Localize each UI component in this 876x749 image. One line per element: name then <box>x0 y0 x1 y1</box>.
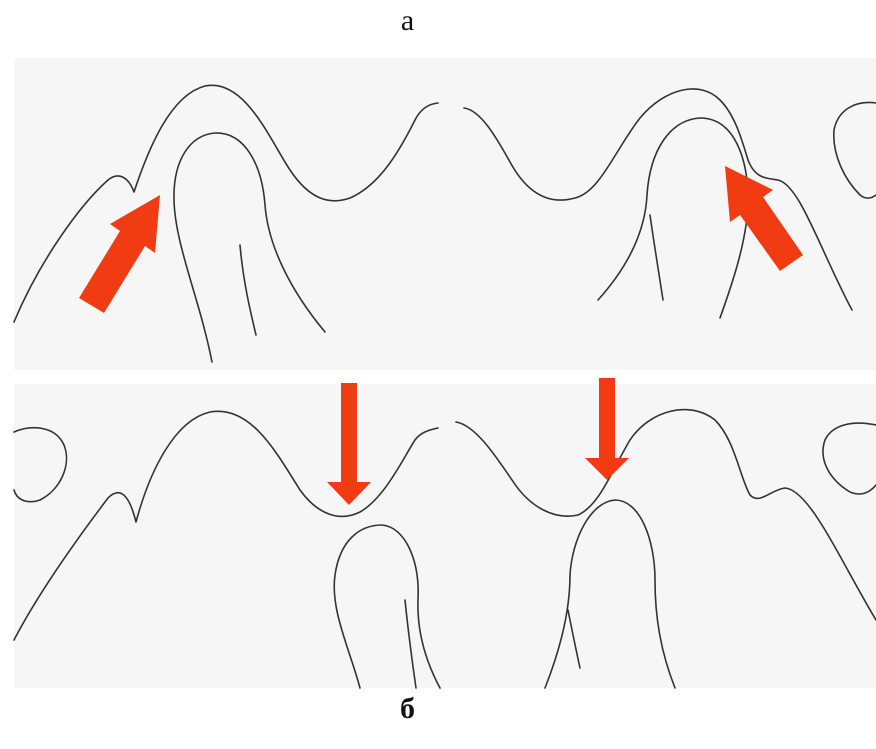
upper-right-outline <box>463 88 853 311</box>
left-edge-loop <box>13 427 68 503</box>
panel-a-arrows <box>79 166 803 313</box>
right-edge-loop-lower <box>822 422 876 495</box>
lower-right-outline <box>455 408 876 621</box>
lower-right-root-line <box>567 609 581 669</box>
left-tooth-root-line <box>239 244 257 336</box>
lower-left-root-line <box>404 599 417 689</box>
right-edge-loop <box>833 101 876 199</box>
panel-a-drawing <box>13 84 876 363</box>
arrow-down-right <box>585 378 629 480</box>
lower-left-outline <box>13 410 439 641</box>
right-tooth-root-line <box>649 214 664 301</box>
upper-left-outline <box>13 84 439 323</box>
panel-label-b: б <box>400 692 415 725</box>
lower-right-root-tooth <box>544 499 676 689</box>
panel-b-drawing <box>13 408 876 689</box>
lower-left-tooth-outline <box>173 132 326 363</box>
panel-b-background <box>14 384 876 688</box>
arrow-upward-diagonal-right <box>725 166 803 271</box>
panel-label-a: а <box>400 4 415 37</box>
lower-right-tooth-outline <box>597 117 749 319</box>
arrow-upward-diagonal-left <box>79 195 160 313</box>
arrow-down-left <box>327 383 371 505</box>
panel-b-arrows <box>327 378 629 505</box>
lower-left-root-tooth <box>333 524 441 689</box>
